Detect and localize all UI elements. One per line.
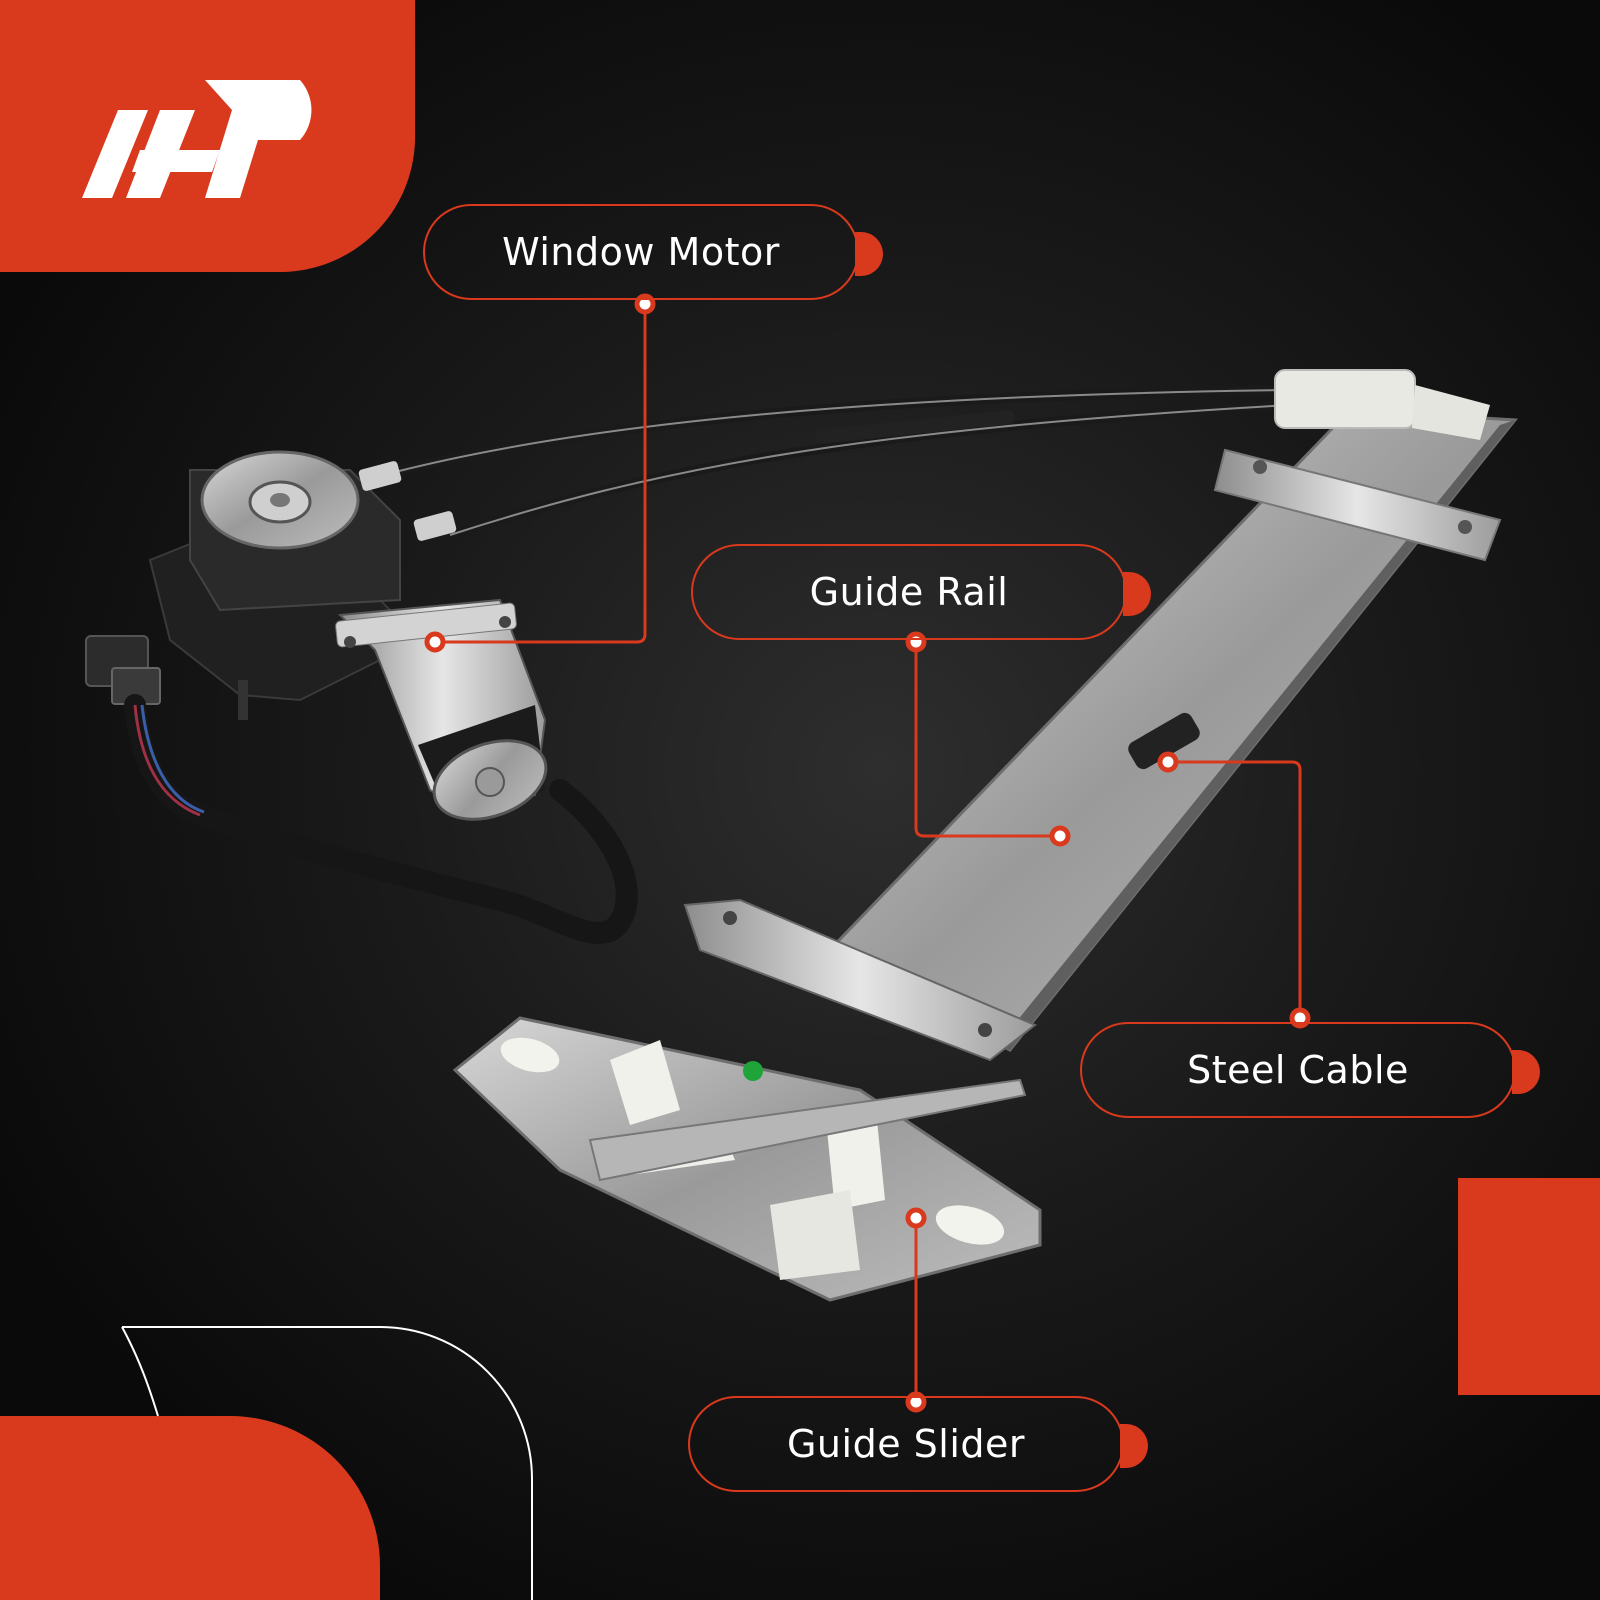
dot-guide-rail — [1049, 825, 1071, 847]
leader-line-guide-rail — [914, 642, 1060, 838]
callout-label-steel-cable: Steel Cable — [1187, 1048, 1409, 1092]
corner-decoration-right — [1458, 1178, 1600, 1395]
corner-decoration-top-left — [0, 0, 415, 272]
dot-guide-slider — [905, 1207, 927, 1229]
dot-guide-slider-bottom — [905, 1391, 927, 1413]
logo — [82, 80, 312, 198]
leader-line-steel-cable — [1168, 760, 1302, 1018]
callout-label-guide-slider: Guide Slider — [786, 1422, 1026, 1466]
leader-lines — [435, 304, 1302, 1402]
steel-cable-illustration — [393, 385, 1291, 540]
leader-line-window-motor — [435, 304, 647, 644]
guide-slider-illustration — [452, 898, 1042, 1302]
callout-guide-rail: Guide Rail — [691, 544, 1151, 640]
callout-steel-cable: Steel Cable — [1080, 1022, 1540, 1118]
guide-rail-illustration — [817, 369, 1518, 1052]
callout-guide-slider: Guide Slider — [688, 1396, 1148, 1492]
dot-window-motor — [424, 631, 446, 653]
callout-label-guide-rail: Guide Rail — [809, 570, 1009, 614]
dot-steel-cable — [1157, 751, 1179, 773]
callout-window-motor: Window Motor — [423, 204, 883, 300]
callout-label-window-motor: Window Motor — [502, 230, 780, 274]
corner-decoration-bottom-left — [0, 1326, 533, 1600]
window-motor-illustration — [85, 450, 638, 944]
leader-dots — [424, 293, 1311, 1413]
dot-window-motor-top — [634, 293, 656, 315]
